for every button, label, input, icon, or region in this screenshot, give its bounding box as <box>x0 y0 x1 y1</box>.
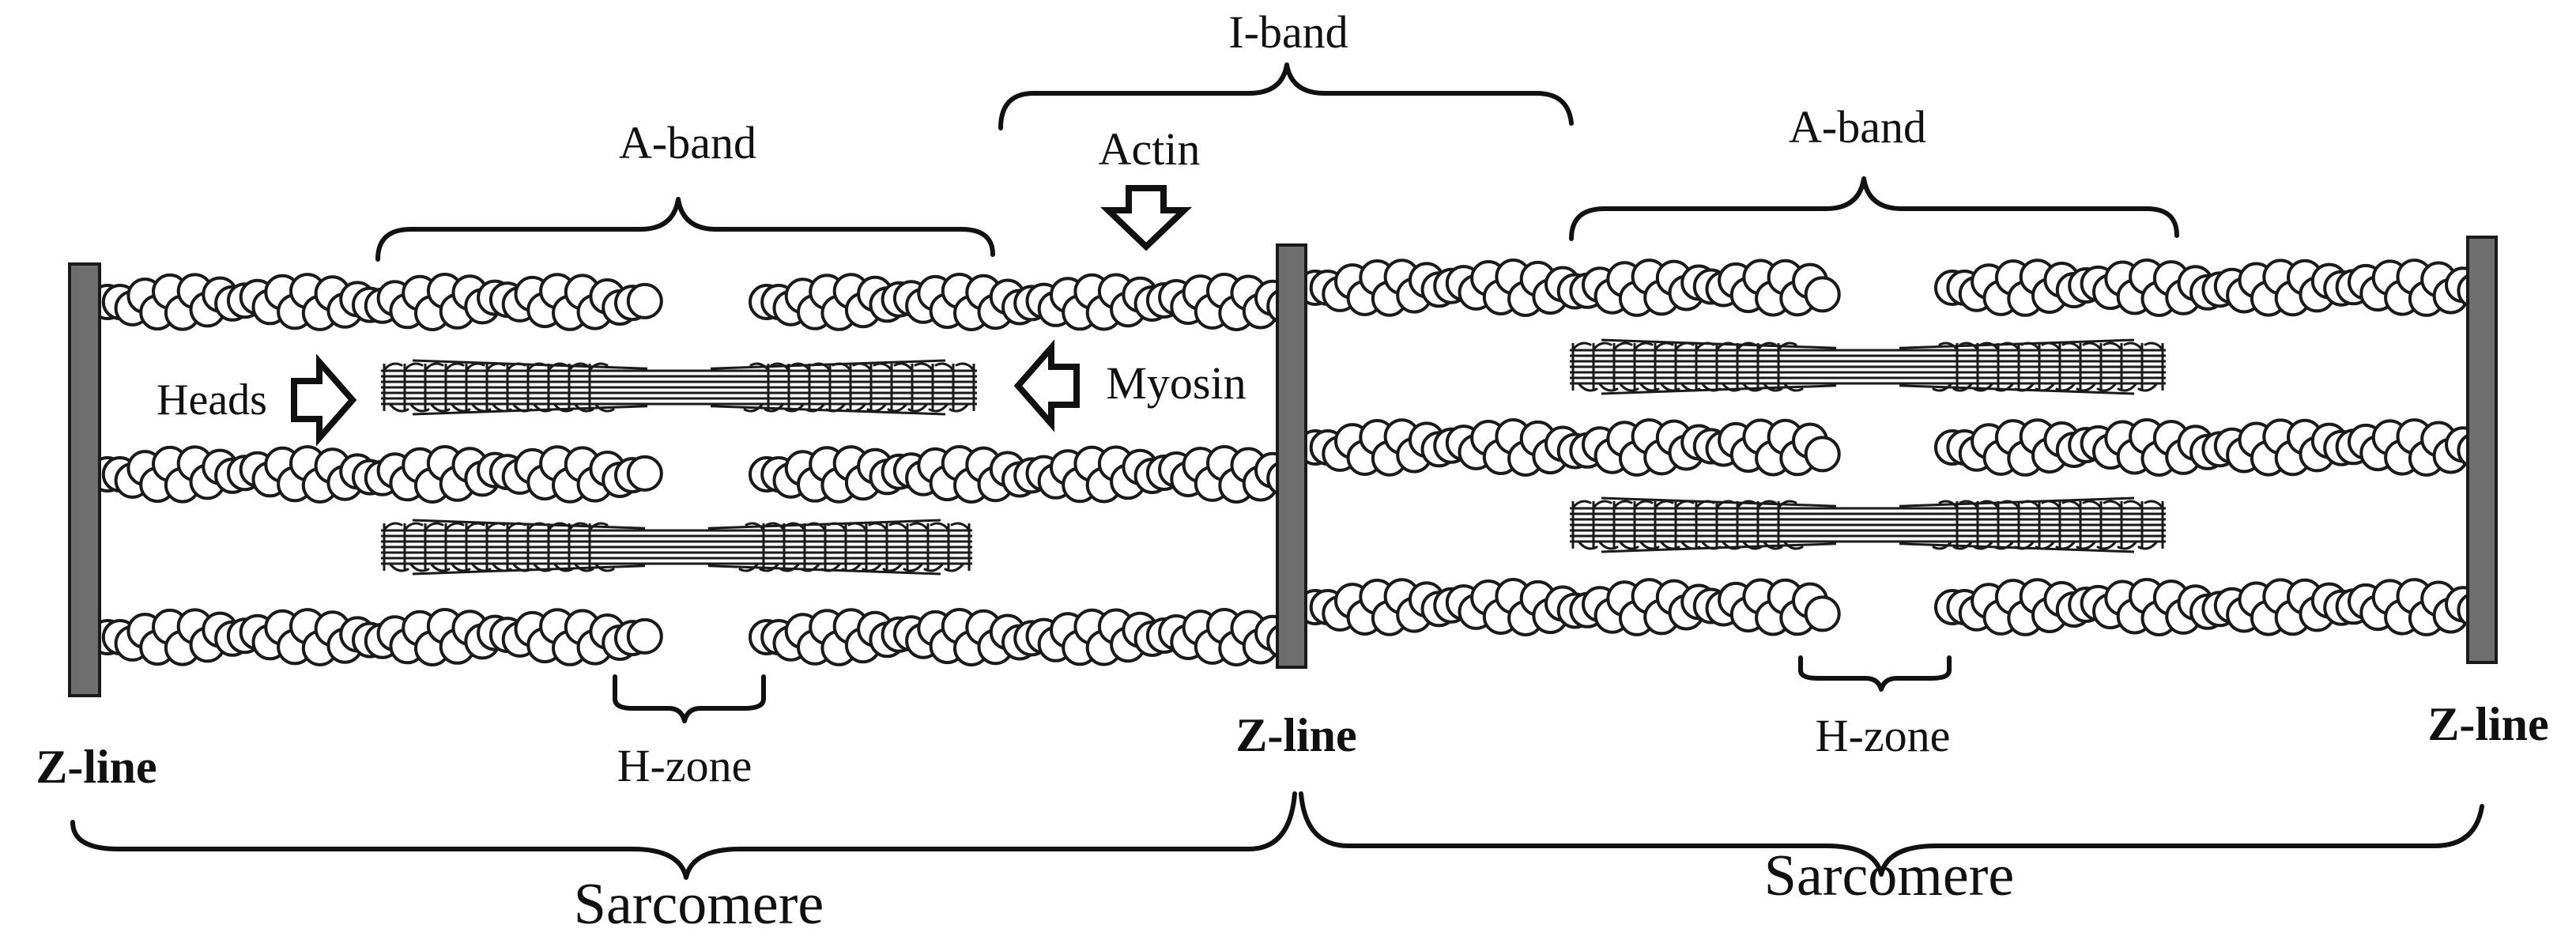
h-zone-left-brace <box>613 674 766 723</box>
myosin-right-top <box>1570 338 2166 395</box>
z-line-left-label: Z-line <box>36 741 157 793</box>
z-line-right-bar <box>2466 236 2498 664</box>
a-band-right-label: A-band <box>1789 101 1926 153</box>
sarcomere-right-brace <box>1299 791 2484 877</box>
actin-right-b-2 <box>1934 578 2494 636</box>
actin-label: Actin <box>1099 123 1201 175</box>
z-line-middle-bar <box>1276 243 1307 669</box>
actin-left-a-1 <box>89 445 663 504</box>
i-band-label: I-band <box>1228 6 1348 58</box>
myosin-right-bottom <box>1570 496 2166 553</box>
a-band-right-brace <box>1569 176 2179 241</box>
heads-label: Heads <box>157 376 267 425</box>
actin-right-b-0 <box>1934 259 2494 317</box>
sarcomere-right-label: Sarcomere <box>1764 844 2014 908</box>
actin-left-b-1 <box>749 445 1303 504</box>
actin-left-a-0 <box>89 273 663 331</box>
actin-right-a-2 <box>1297 578 1841 636</box>
a-band-left-brace <box>375 197 995 262</box>
sarcomere-left-brace <box>70 791 1297 880</box>
actin-right-b-1 <box>1934 418 2494 477</box>
actin-right-a-0 <box>1297 259 1841 317</box>
myosin-left-bottom <box>381 519 972 576</box>
z-line-right-label: Z-line <box>2427 698 2548 750</box>
h-zone-left-label: H-zone <box>617 740 752 791</box>
sarcomere-left-label: Sarcomere <box>574 872 824 936</box>
actin-left-a-2 <box>89 608 663 666</box>
h-zone-right-brace <box>1798 655 1952 692</box>
arrow-down-icon <box>1100 185 1192 251</box>
actin-left-b-2 <box>749 608 1303 666</box>
actin-filaments <box>89 259 2494 666</box>
myosin-filaments <box>381 338 2166 576</box>
i-band-brace <box>998 62 1574 130</box>
arrow-right-icon <box>291 353 357 447</box>
z-line-middle-label: Z-line <box>1235 709 1356 761</box>
z-line-left-bar <box>68 262 101 697</box>
actin-right-a-1 <box>1297 418 1841 477</box>
a-band-left-label: A-band <box>619 117 756 168</box>
myosin-left-top <box>381 359 977 416</box>
h-zone-right-label: H-zone <box>1816 710 1951 761</box>
actin-left-b-0 <box>749 273 1303 331</box>
myosin-label: Myosin <box>1106 357 1246 409</box>
arrow-left-icon <box>1013 339 1080 432</box>
